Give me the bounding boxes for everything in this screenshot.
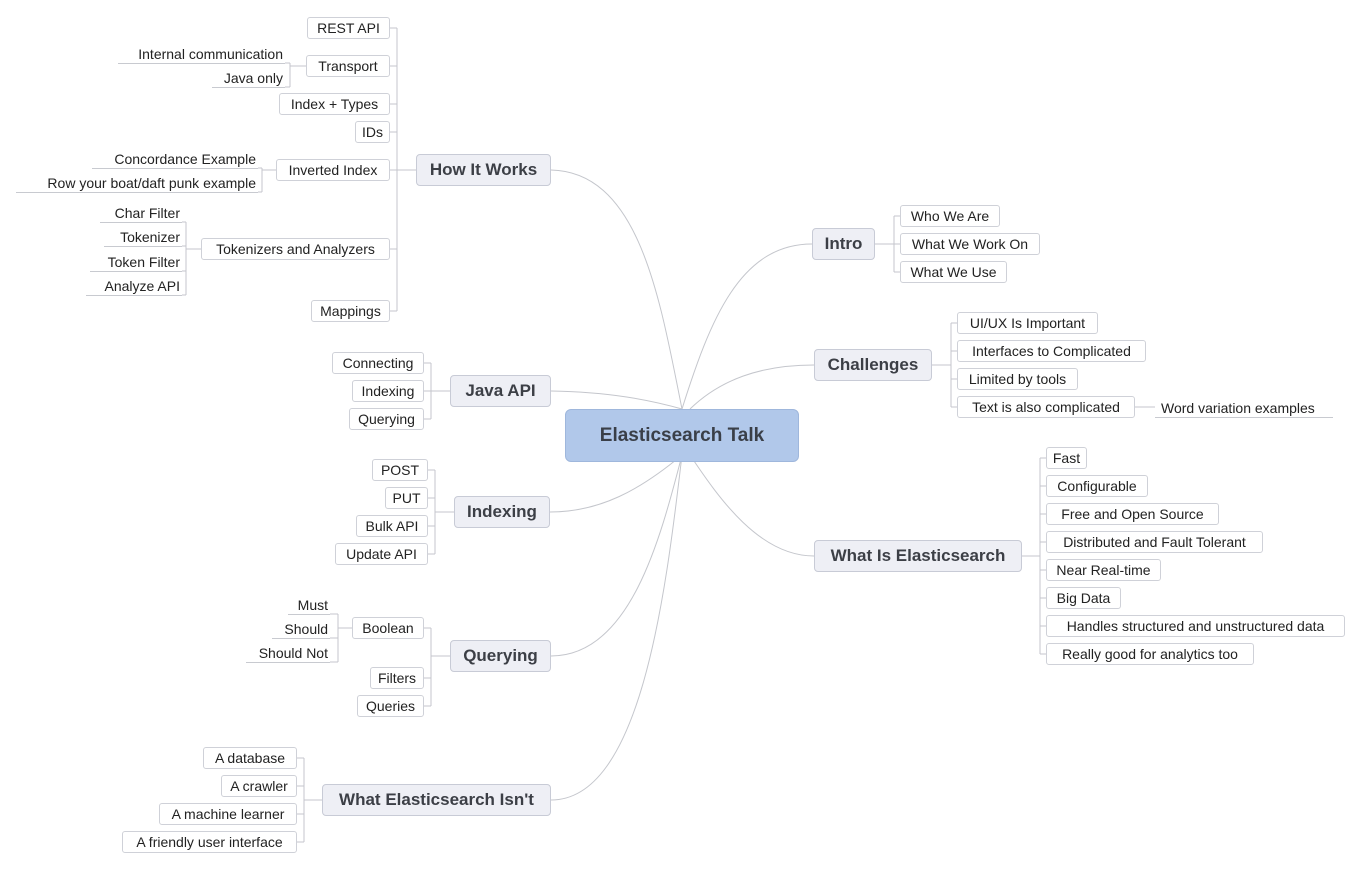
bracket-what-is: [1022, 457, 1046, 655]
leaf-must[interactable]: Must: [288, 596, 330, 615]
node-limited-by-tools[interactable]: Limited by tools: [957, 368, 1078, 390]
connector-how-it-works: [550, 169, 683, 410]
connector-intro: [681, 243, 813, 410]
leaf-word-variation-examples[interactable]: Word variation examples: [1155, 399, 1333, 418]
bracket-intro: [875, 215, 900, 273]
connector-java-api: [550, 390, 683, 410]
node-java-indexing[interactable]: Indexing: [352, 380, 424, 402]
bracket-transport: [285, 62, 306, 88]
leaf-row-your-boat[interactable]: Row your boat/daft punk example: [16, 174, 258, 193]
node-index-types[interactable]: Index + Types: [279, 93, 390, 115]
node-ids[interactable]: IDs: [355, 121, 390, 143]
root-topic[interactable]: Elasticsearch Talk: [565, 409, 799, 462]
leaf-tokenizer[interactable]: Tokenizer: [104, 228, 182, 247]
node-inverted-index[interactable]: Inverted Index: [276, 159, 390, 181]
node-a-database[interactable]: A database: [203, 747, 297, 769]
connector-indexing: [549, 454, 683, 513]
bracket-how-it-works: [390, 27, 416, 312]
node-connecting[interactable]: Connecting: [332, 352, 424, 374]
leaf-should-not[interactable]: Should Not: [246, 644, 330, 663]
node-rest-api[interactable]: REST API: [307, 17, 390, 39]
node-distributed-fault-tolerant[interactable]: Distributed and Fault Tolerant: [1046, 531, 1263, 553]
leaf-token-filter[interactable]: Token Filter: [90, 253, 182, 272]
node-boolean[interactable]: Boolean: [352, 617, 424, 639]
bracket-java-api: [424, 362, 450, 420]
node-text-complicated[interactable]: Text is also complicated: [957, 396, 1135, 418]
bracket-indexing: [428, 469, 454, 555]
node-who-we-are[interactable]: Who We Are: [900, 205, 1000, 227]
topic-indexing[interactable]: Indexing: [454, 496, 550, 528]
node-update-api[interactable]: Update API: [335, 543, 428, 565]
bracket-tokenizers: [182, 221, 201, 296]
connector-challenges: [689, 364, 815, 410]
leaf-should[interactable]: Should: [272, 620, 330, 639]
bracket-inverted-index: [258, 167, 276, 193]
node-java-querying[interactable]: Querying: [349, 408, 424, 430]
topic-challenges[interactable]: Challenges: [814, 349, 932, 381]
node-structured-unstructured[interactable]: Handles structured and unstructured data: [1046, 615, 1345, 637]
node-ui-ux-important[interactable]: UI/UX Is Important: [957, 312, 1098, 334]
node-a-crawler[interactable]: A crawler: [221, 775, 297, 797]
node-post[interactable]: POST: [372, 459, 428, 481]
leaf-java-only[interactable]: Java only: [212, 69, 285, 88]
node-put[interactable]: PUT: [385, 487, 428, 509]
bracket-isnt: [297, 757, 322, 843]
node-free-open-source[interactable]: Free and Open Source: [1046, 503, 1219, 525]
node-bulk-api[interactable]: Bulk API: [356, 515, 428, 537]
node-tokenizers-analyzers[interactable]: Tokenizers and Analyzers: [201, 238, 390, 260]
node-big-data[interactable]: Big Data: [1046, 587, 1121, 609]
bracket-querying: [424, 627, 450, 707]
topic-intro[interactable]: Intro: [812, 228, 875, 260]
leaf-char-filter[interactable]: Char Filter: [100, 204, 182, 223]
bracket-challenges: [932, 322, 957, 408]
node-a-machine-learner[interactable]: A machine learner: [159, 803, 297, 825]
connector-querying: [550, 454, 683, 657]
connector-what-is: [689, 454, 815, 557]
node-what-we-use[interactable]: What We Use: [900, 261, 1007, 283]
leaf-concordance-example[interactable]: Concordance Example: [92, 150, 258, 169]
topic-what-elasticsearch-isnt[interactable]: What Elasticsearch Isn't: [322, 784, 551, 816]
leaf-analyze-api[interactable]: Analyze API: [86, 277, 182, 296]
node-transport[interactable]: Transport: [306, 55, 390, 77]
node-filters[interactable]: Filters: [370, 667, 424, 689]
leaf-internal-communication[interactable]: Internal communication: [118, 45, 285, 64]
node-queries[interactable]: Queries: [357, 695, 424, 717]
topic-java-api[interactable]: Java API: [450, 375, 551, 407]
bracket-boolean: [330, 613, 352, 663]
topic-how-it-works[interactable]: How It Works: [416, 154, 551, 186]
node-configurable[interactable]: Configurable: [1046, 475, 1148, 497]
connector-isnt: [550, 454, 683, 801]
node-mappings[interactable]: Mappings: [311, 300, 390, 322]
topic-querying[interactable]: Querying: [450, 640, 551, 672]
node-analytics[interactable]: Really good for analytics too: [1046, 643, 1254, 665]
node-a-friendly-ui[interactable]: A friendly user interface: [122, 831, 297, 853]
node-fast[interactable]: Fast: [1046, 447, 1087, 469]
node-interfaces-complicated[interactable]: Interfaces to Complicated: [957, 340, 1146, 362]
node-near-real-time[interactable]: Near Real-time: [1046, 559, 1161, 581]
topic-what-is-elasticsearch[interactable]: What Is Elasticsearch: [814, 540, 1022, 572]
node-what-we-work-on[interactable]: What We Work On: [900, 233, 1040, 255]
